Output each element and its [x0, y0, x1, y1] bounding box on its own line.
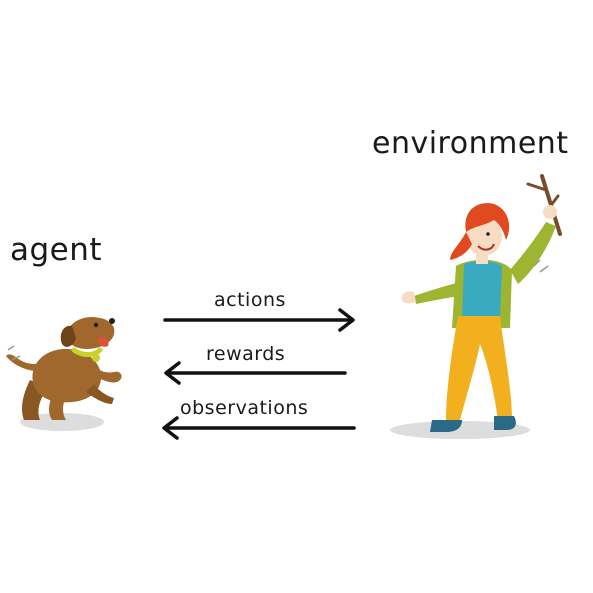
environment-label: environment — [372, 126, 569, 161]
actions-label: actions — [214, 289, 286, 311]
rewards-arrow — [164, 361, 347, 385]
observations-label: observations — [180, 397, 309, 419]
agent-label: agent — [10, 232, 103, 268]
rewards-label: rewards — [206, 343, 286, 365]
actions-arrow — [163, 308, 355, 332]
observations-arrow — [162, 416, 356, 440]
